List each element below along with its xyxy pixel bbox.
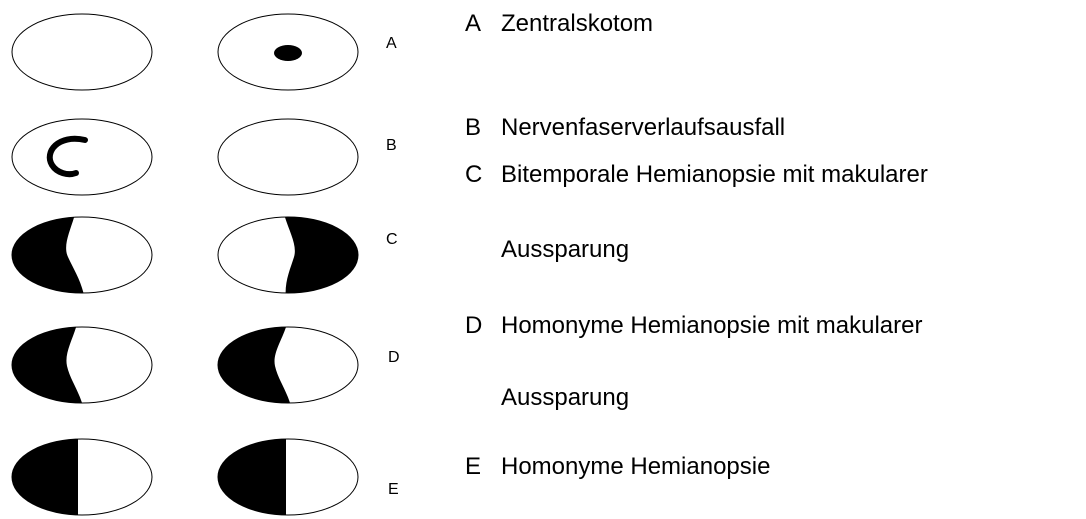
legend-label: Homonyme Hemianopsie mit makularer — [501, 312, 922, 339]
left-visual-field — [0, 320, 152, 410]
row-letter-b: B — [386, 137, 397, 154]
row-letter-e: E — [388, 481, 399, 498]
right-visual-field — [200, 320, 358, 410]
right-visual-field — [218, 119, 358, 195]
row-c: C — [0, 210, 398, 300]
row-letter-a: A — [386, 35, 397, 52]
right-visual-field — [218, 14, 358, 90]
legend-label: Zentralskotom — [501, 10, 653, 37]
legend-label: Homonyme Hemianopsie — [501, 453, 770, 480]
left-visual-field — [0, 430, 152, 519]
legend-letter: A — [465, 10, 501, 38]
legend-letter: E — [465, 453, 501, 481]
row-b: B — [12, 119, 397, 195]
row-e: E — [0, 430, 399, 519]
legend-letter: B — [465, 114, 501, 142]
legend-label: Nervenfaserverlaufsausfall — [501, 114, 785, 141]
left-visual-field — [12, 119, 152, 195]
visual-field-diagram: A B C — [0, 0, 420, 519]
left-visual-field — [12, 14, 152, 90]
right-visual-field — [200, 430, 358, 519]
legend-label: Bitemporale Hemianopsie mit makularer — [501, 161, 928, 188]
row-letter-d: D — [388, 349, 400, 366]
legend-item-c-continuation: Aussparung — [465, 236, 629, 264]
legend-item-d-continuation: Aussparung — [465, 384, 629, 412]
central-scotoma — [274, 45, 302, 61]
legend-letter: C — [465, 161, 501, 189]
legend-letter: D — [465, 312, 501, 340]
right-visual-field — [218, 210, 370, 300]
row-a: A — [12, 14, 397, 90]
row-d: D — [0, 320, 400, 410]
row-letter-c: C — [386, 231, 398, 248]
left-visual-field — [0, 210, 152, 300]
